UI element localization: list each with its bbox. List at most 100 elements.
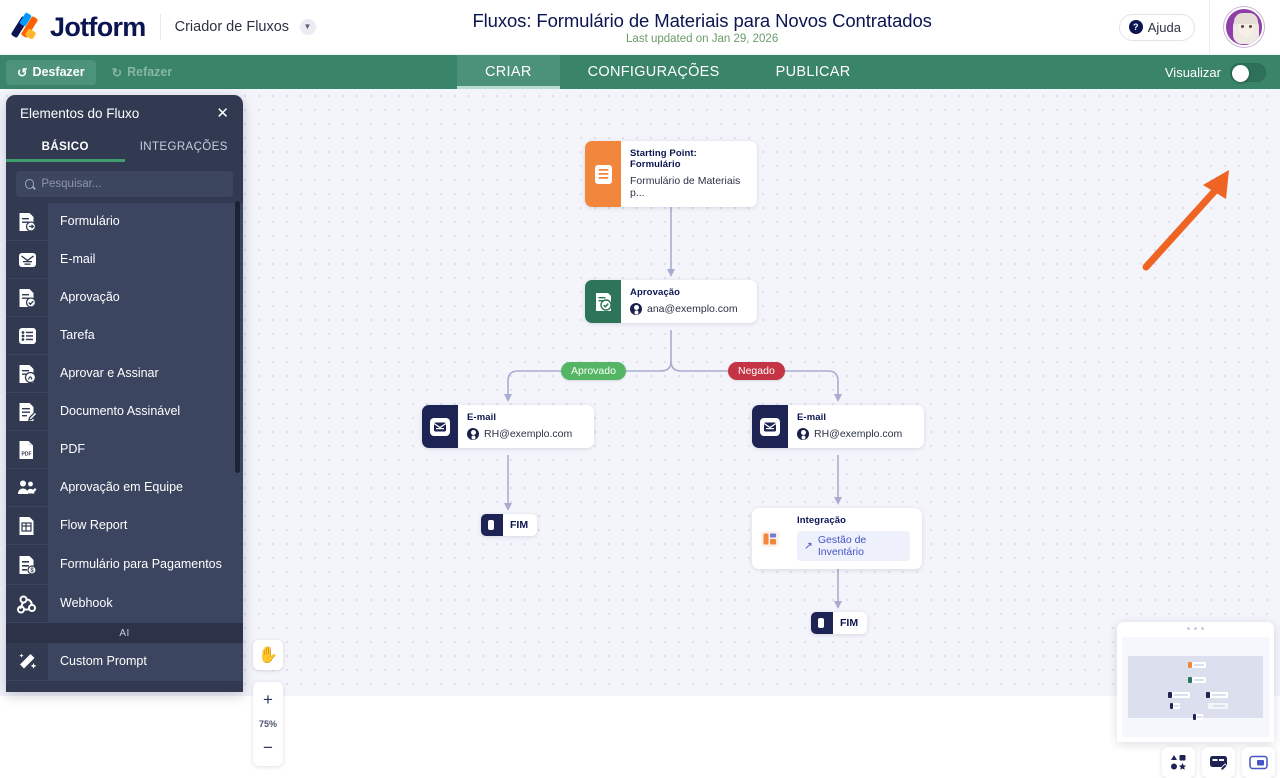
- person-icon: [467, 428, 479, 440]
- title-block: Fluxos: Formulário de Materiais para Nov…: [316, 10, 1119, 45]
- element-item-tarefa[interactable]: Tarefa: [6, 317, 243, 355]
- minimap[interactable]: [1117, 622, 1274, 742]
- search-box[interactable]: [16, 171, 233, 197]
- node-body: Integração ↗ Gestão de Inventário: [788, 508, 922, 569]
- help-button[interactable]: ? Ajuda: [1118, 13, 1195, 41]
- approve-sign-icon: [6, 355, 48, 392]
- flow-node-starting-point[interactable]: Starting Point: Formulário Formulário de…: [585, 141, 757, 207]
- panel-tab-basico[interactable]: BÁSICO: [6, 132, 125, 162]
- element-item-formulario-para-pagamentos[interactable]: $ Formulário para Pagamentos: [6, 545, 243, 585]
- node-title: Integração: [797, 515, 847, 526]
- tab-publicar[interactable]: PUBLICAR: [775, 64, 851, 80]
- help-label: Ajuda: [1147, 19, 1181, 35]
- product-switcher[interactable]: Criador de Fluxos ▼: [175, 18, 316, 36]
- canvas-zoom-controls: ✋ + 75% −: [253, 640, 283, 766]
- element-label: PDF: [48, 431, 243, 468]
- minimap-node: [1208, 703, 1228, 709]
- webhook-icon: [6, 585, 48, 622]
- chevron-down-icon: ▼: [299, 18, 316, 35]
- task-icon: [6, 317, 48, 354]
- zoom-in-button[interactable]: +: [263, 690, 273, 709]
- end-node-icon: [481, 514, 503, 536]
- element-item-formulario[interactable]: Formulário: [6, 203, 243, 241]
- element-item-email[interactable]: E-mail: [6, 241, 243, 279]
- element-item-aprovacao[interactable]: Aprovação: [6, 279, 243, 317]
- element-label: Aprovação em Equipe: [48, 469, 243, 506]
- node-body: E-mail RH@exemplo.com: [458, 405, 584, 448]
- avatar[interactable]: [1224, 7, 1264, 47]
- email-node-icon: [422, 405, 458, 448]
- node-body: Starting Point: Formulário Formulário de…: [621, 141, 757, 207]
- panel-scrollbar[interactable]: [235, 201, 240, 473]
- tab-configuracoes[interactable]: CONFIGURAÇÕES: [587, 64, 720, 80]
- element-item-custom-prompt[interactable]: Custom Prompt: [6, 643, 243, 681]
- last-updated-text: Last updated on Jan 29, 2026: [626, 32, 779, 45]
- annotation-arrow: [1142, 170, 1229, 271]
- flow-node-approval[interactable]: Aprovação ana@exemplo.com: [585, 280, 757, 323]
- element-item-aprovacao-em-equipe[interactable]: Aprovação em Equipe: [6, 469, 243, 507]
- person-icon: [797, 428, 809, 440]
- panel-layout-button[interactable]: [1242, 747, 1275, 778]
- element-label: Aprovar e Assinar: [48, 355, 243, 392]
- undo-button[interactable]: ↺ Desfazer: [6, 59, 96, 85]
- zoom-stack: + 75% −: [253, 682, 283, 766]
- magic-wand-icon: [6, 643, 48, 680]
- product-name: Criador de Fluxos: [174, 19, 290, 35]
- minimap-node: [1193, 714, 1203, 720]
- node-subtitle: RH@exemplo.com: [484, 428, 573, 440]
- node-body: E-mail RH@exemplo.com: [788, 405, 914, 448]
- redo-label: Refazer: [127, 65, 173, 79]
- node-subtitle-row: ana@exemplo.com: [630, 303, 738, 315]
- flow-node-end-right[interactable]: FIM: [811, 612, 868, 634]
- question-mark-icon: ?: [1128, 20, 1143, 34]
- branch-label-approved[interactable]: Aprovado: [561, 362, 626, 380]
- search-icon: [25, 179, 35, 189]
- flow-node-email-left[interactable]: E-mail RH@exemplo.com: [422, 405, 594, 448]
- node-title: E-mail: [467, 412, 497, 423]
- minimap-viewport: [1128, 656, 1263, 720]
- end-node-label: FIM: [840, 617, 859, 629]
- tab-criar[interactable]: CRIAR: [457, 55, 560, 89]
- element-item-flow-report[interactable]: Flow Report: [6, 507, 243, 545]
- preview-toggle-group: Visualizar: [1165, 62, 1280, 82]
- branch-label-denied[interactable]: Negado: [728, 362, 785, 380]
- elements-panel-button[interactable]: [1162, 747, 1195, 778]
- integration-node-icon: [752, 508, 788, 569]
- integration-link-chip[interactable]: ↗ Gestão de Inventário: [797, 531, 910, 561]
- panel-tab-integracoes[interactable]: INTEGRAÇÕES: [139, 141, 228, 153]
- preview-toggle[interactable]: [1230, 62, 1266, 82]
- element-label: Custom Prompt: [48, 643, 243, 680]
- element-item-webhook[interactable]: Webhook: [6, 585, 243, 623]
- search-input[interactable]: [41, 178, 224, 190]
- element-label: Formulário para Pagamentos: [48, 545, 243, 584]
- minimap-node: [1206, 692, 1228, 698]
- panel-tabs: BÁSICO INTEGRAÇÕES: [6, 132, 243, 162]
- flow-node-email-right[interactable]: E-mail RH@exemplo.com: [752, 405, 924, 448]
- brand-divider: [159, 14, 161, 40]
- element-label: Tarefa: [48, 317, 243, 354]
- flow-node-integration[interactable]: Integração ↗ Gestão de Inventário: [752, 508, 922, 569]
- element-item-documento-assinavel[interactable]: Documento Assinável: [6, 393, 243, 431]
- element-label: Documento Assinável: [48, 393, 243, 430]
- close-icon[interactable]: ✕: [216, 105, 229, 122]
- redo-button[interactable]: ↻ Refazer: [101, 60, 184, 85]
- pan-tool-button[interactable]: ✋: [253, 640, 283, 670]
- signable-document-icon: [6, 393, 48, 430]
- element-item-aprovar-e-assinar[interactable]: Aprovar e Assinar: [6, 355, 243, 393]
- payment-form-icon: $: [6, 545, 48, 584]
- flow-node-end-left[interactable]: FIM: [481, 514, 538, 536]
- brand[interactable]: Jotform: [0, 12, 146, 43]
- minimap-handle[interactable]: [1117, 622, 1274, 635]
- zoom-out-button[interactable]: −: [263, 738, 273, 757]
- page-title: Fluxos: Formulário de Materiais para Nov…: [472, 9, 932, 31]
- element-item-pdf[interactable]: PDF PDF: [6, 431, 243, 469]
- end-node-label: FIM: [510, 519, 529, 531]
- email-icon: [6, 241, 48, 278]
- svg-text:PDF: PDF: [22, 451, 32, 457]
- node-title: Starting Point: Formulário: [630, 148, 697, 170]
- theme-editor-button[interactable]: [1202, 747, 1235, 778]
- redo-icon: ↻: [111, 65, 123, 80]
- jotform-logo-icon: [10, 12, 43, 42]
- undo-redo-group: ↺ Desfazer ↻ Refazer: [0, 59, 457, 85]
- undo-label: Desfazer: [32, 65, 85, 79]
